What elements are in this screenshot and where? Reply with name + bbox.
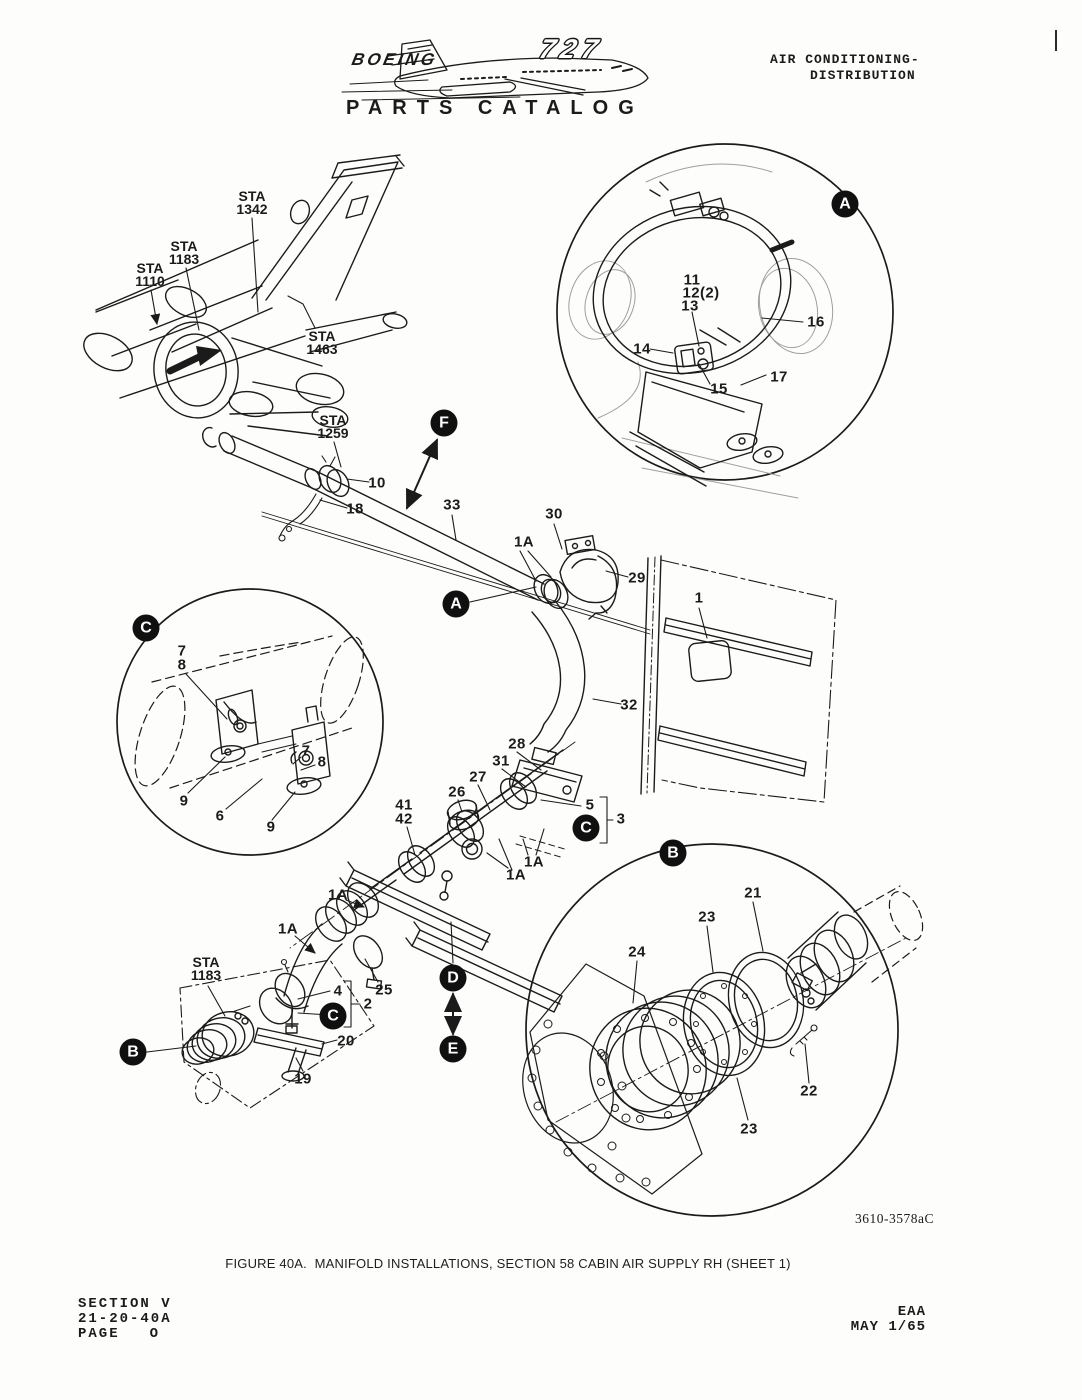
callout-16: 16 — [807, 313, 825, 331]
callout-12: 12(2) — [682, 284, 720, 302]
sta-word: STA — [170, 238, 198, 254]
footer-reference: 21-20-40A — [78, 1311, 172, 1327]
sta-word: STA — [319, 412, 347, 428]
footer-page-number: O — [149, 1326, 161, 1342]
footer-section: SECTION V — [78, 1296, 172, 1312]
view-letter-c-mid: C — [572, 814, 600, 842]
callout-9-right: 9 — [266, 818, 276, 836]
callout-29: 29 — [628, 569, 646, 587]
view-letter-b-main: B — [119, 1038, 147, 1066]
sta-label-1463: STA 1463 — [306, 328, 338, 357]
callout-7-right: 7 — [301, 742, 311, 760]
sta-word: STA — [136, 260, 164, 276]
callout-1a-4: 1A — [328, 886, 348, 904]
callout-13: 13 — [681, 297, 699, 315]
callout-33: 33 — [443, 496, 461, 514]
sta-value: 1342 — [236, 201, 268, 217]
sta-value: 1183 — [168, 251, 200, 267]
sta-label-1110: STA 1110 — [135, 260, 165, 289]
callout-41: 41 — [395, 796, 413, 814]
callout-14: 14 — [633, 340, 651, 358]
footer-page-line: PAGE O — [78, 1327, 172, 1342]
callout-23-upper: 23 — [698, 908, 716, 926]
callout-24: 24 — [628, 943, 646, 961]
callout-1a-5: 1A — [278, 920, 298, 938]
catalog-title: PARTS CATALOG — [346, 97, 644, 119]
callout-8-left: 8 — [177, 656, 187, 674]
footer-right-block: EAA MAY 1/65 — [836, 1305, 926, 1335]
footer-page-label: PAGE — [78, 1326, 120, 1342]
callout-19: 19 — [294, 1070, 312, 1088]
page-corner-tick — [1055, 30, 1057, 51]
logo-airplane-drawing — [341, 39, 649, 101]
callout-18: 18 — [346, 500, 364, 518]
view-letter-a-detail: A — [831, 190, 859, 218]
subject-line-2: DISTRIBUTION — [810, 68, 916, 83]
callout-26: 26 — [448, 783, 466, 801]
callout-7-left: 7 — [177, 642, 187, 660]
footer-left-block: SECTION V 21-20-40A PAGE O — [78, 1297, 172, 1342]
view-letter-d: D — [439, 964, 467, 992]
subject-header: AIR CONDITIONING- DISTRIBUTION — [770, 52, 920, 84]
view-letter-e: E — [439, 1035, 467, 1063]
sta-label-1342: STA 1342 — [236, 188, 268, 217]
callout-20: 20 — [337, 1032, 355, 1050]
callout-17: 17 — [770, 368, 788, 386]
callout-28: 28 — [508, 735, 526, 753]
callout-22: 22 — [800, 1082, 818, 1100]
view-letter-f: F — [430, 409, 458, 437]
callout-25: 25 — [375, 981, 393, 999]
subject-line-1: AIR CONDITIONING- — [770, 52, 920, 67]
callout-9-left: 9 — [179, 792, 189, 810]
callout-42: 42 — [395, 810, 413, 828]
sta-value: 1259 — [317, 425, 349, 441]
callout-32: 32 — [620, 696, 638, 714]
callout-31: 31 — [492, 752, 510, 770]
sta-value: 1463 — [306, 341, 338, 357]
callout-1a-2: 1A — [524, 853, 544, 871]
drawing-number: 3610-3578aC — [855, 1211, 934, 1226]
callout-1a-1: 1A — [514, 533, 534, 551]
callout-1: 1 — [694, 589, 704, 607]
view-arrows — [406, 438, 462, 1036]
boeing-logo-text: BOEING — [350, 50, 440, 69]
footer-date: MAY 1/65 — [850, 1319, 926, 1335]
main-assembly — [179, 426, 837, 1109]
sta-value: 1183 — [190, 967, 222, 983]
view-letter-c-detail: C — [132, 614, 160, 642]
sta-label-1183-lower: STA 1183 — [190, 954, 222, 983]
figure-caption: FIGURE 40A. MANIFOLD INSTALLATIONS, SECT… — [225, 1256, 791, 1271]
callout-4: 4 — [333, 982, 343, 1000]
sta-word: STA — [192, 954, 220, 970]
sta-label-1183-upper: STA 1183 — [168, 238, 200, 267]
sta-label-1259: STA 1259 — [317, 412, 349, 441]
callout-3: 3 — [616, 810, 626, 828]
view-letter-c-lower: C — [319, 1002, 347, 1030]
detail-circle-a — [556, 143, 894, 499]
sta-value: 1110 — [135, 273, 165, 289]
callout-21: 21 — [744, 884, 762, 902]
callout-27: 27 — [469, 768, 487, 786]
callout-5: 5 — [585, 796, 595, 814]
callout-23-lower: 23 — [740, 1120, 758, 1138]
sta-word: STA — [308, 328, 336, 344]
callout-2: 2 — [363, 995, 373, 1013]
inset-tail-view — [83, 154, 408, 437]
view-letter-b-detail: B — [659, 839, 687, 867]
view-letter-a-main: A — [442, 590, 470, 618]
callout-6: 6 — [215, 807, 225, 825]
detail-circle-c — [116, 588, 384, 856]
callout-15: 15 — [710, 380, 728, 398]
model-727-text: 727 — [536, 34, 607, 64]
callout-1a-3: 1A — [506, 866, 526, 884]
leader-lines — [146, 217, 810, 1121]
callout-8-right: 8 — [317, 753, 327, 771]
callout-10: 10 — [368, 474, 386, 492]
footer-issue-code: EAA — [897, 1304, 926, 1320]
detail-circle-b — [522, 843, 924, 1217]
sta-word: STA — [238, 188, 266, 204]
callout-30: 30 — [545, 505, 563, 523]
callout-11: 11 — [683, 271, 701, 289]
